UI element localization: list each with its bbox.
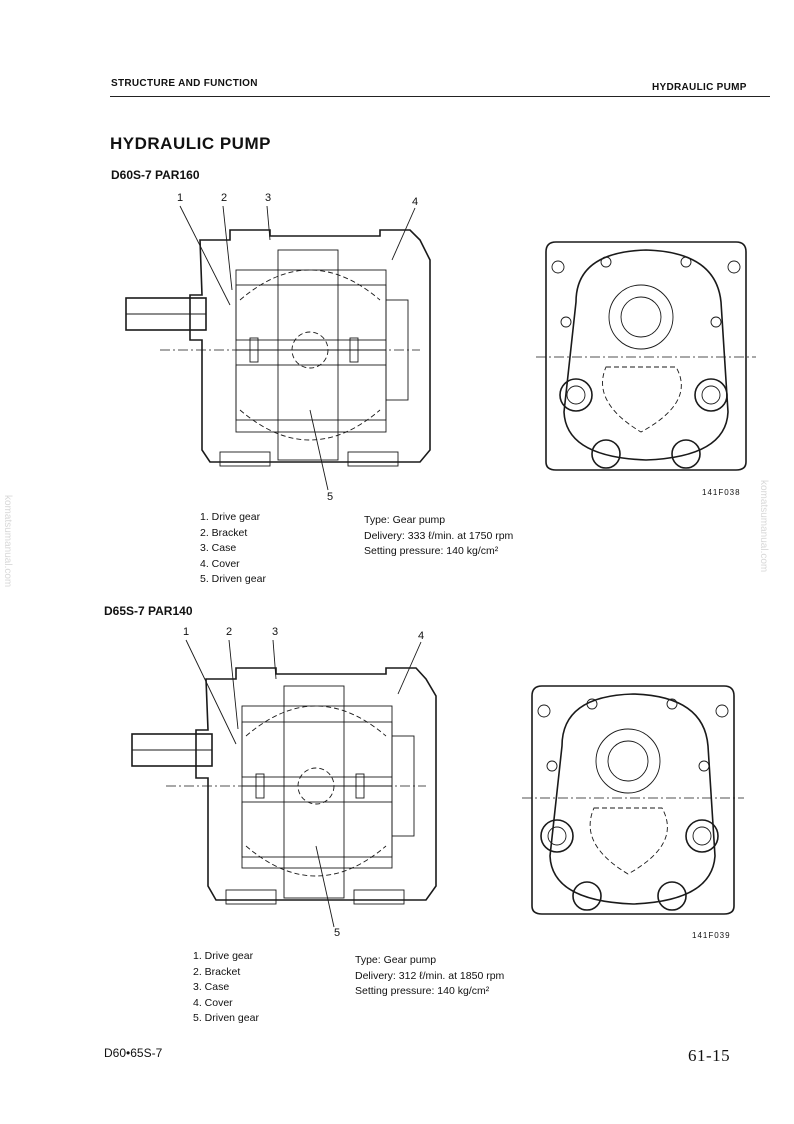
- s1-part-3: 3. Case: [200, 542, 237, 554]
- s1-spec-pressure: Setting pressure: 140 kg/cm²: [364, 545, 499, 557]
- footer-page-number: 61-15: [688, 1046, 731, 1065]
- s1-spec-type: Type: Gear pump: [364, 514, 446, 526]
- watermark-left: komatsumanual.com: [2, 495, 13, 588]
- s1-callout-2: 2: [221, 192, 228, 204]
- s2-part-4: 4. Cover: [193, 996, 233, 1009]
- s2-parts-list: 1. Drive gear 2. Bracket 3. Case 4. Cove…: [193, 949, 259, 1027]
- s1-spec-delivery: Delivery: 333 ℓ/min. at 1750 rpm: [364, 529, 514, 542]
- watermark-right: komatsumanual.com: [758, 480, 769, 573]
- s1-part-1: 1. Drive gear: [200, 511, 261, 523]
- s2-figure-id: 141F039: [692, 931, 731, 940]
- s1-part-2: 2. Bracket: [200, 526, 248, 539]
- s1-part-4: 4. Cover: [200, 557, 240, 570]
- s2-pump-side-view: [131, 639, 437, 928]
- s2-callout-4: 4: [418, 630, 425, 642]
- s2-spec-type: Type: Gear pump: [355, 954, 437, 966]
- s1-callout-5: 5: [327, 491, 334, 503]
- s2-part-2: 2. Bracket: [193, 965, 241, 978]
- s1-callout-1: 1: [177, 192, 184, 204]
- header-section-label: STRUCTURE AND FUNCTION: [111, 78, 258, 89]
- s2-spec-pressure: Setting pressure: 140 kg/cm²: [355, 985, 490, 997]
- s1-pump-end-view: [536, 241, 756, 471]
- s2-part-3: 3. Case: [193, 981, 230, 993]
- header-rule: [110, 96, 770, 97]
- s1-spec: Type: Gear pump Delivery: 333 ℓ/min. at …: [364, 513, 513, 560]
- s2-callout-1: 1: [183, 626, 190, 638]
- s2-spec-delivery: Delivery: 312 ℓ/min. at 1850 rpm: [355, 969, 505, 982]
- s2-callout-3: 3: [272, 626, 279, 638]
- s1-part-5: 5. Driven gear: [200, 573, 266, 585]
- s2-callout-5: 5: [334, 927, 341, 939]
- s1-pump-side-view: [125, 205, 431, 491]
- s2-spec: Type: Gear pump Delivery: 312 ℓ/min. at …: [355, 953, 504, 1000]
- s2-pump-end-view: [522, 685, 744, 915]
- s1-callout-3: 3: [265, 192, 272, 204]
- s1-parts-list: 1. Drive gear 2. Bracket 3. Case 4. Cove…: [200, 510, 266, 588]
- s1-figure-id: 141F038: [702, 488, 741, 497]
- section-2-model: D65S-7 PAR140: [104, 604, 193, 618]
- footer-model: D60•65S-7: [104, 1046, 163, 1060]
- s2-part-1: 1. Drive gear: [193, 950, 254, 962]
- s2-callout-2: 2: [226, 626, 233, 638]
- s2-part-5: 5. Driven gear: [193, 1012, 259, 1024]
- s1-callout-4: 4: [412, 196, 419, 208]
- section-1-model: D60S-7 PAR160: [111, 168, 200, 182]
- page-title: HYDRAULIC PUMP: [110, 134, 271, 153]
- header-page-topic: HYDRAULIC PUMP: [652, 82, 747, 93]
